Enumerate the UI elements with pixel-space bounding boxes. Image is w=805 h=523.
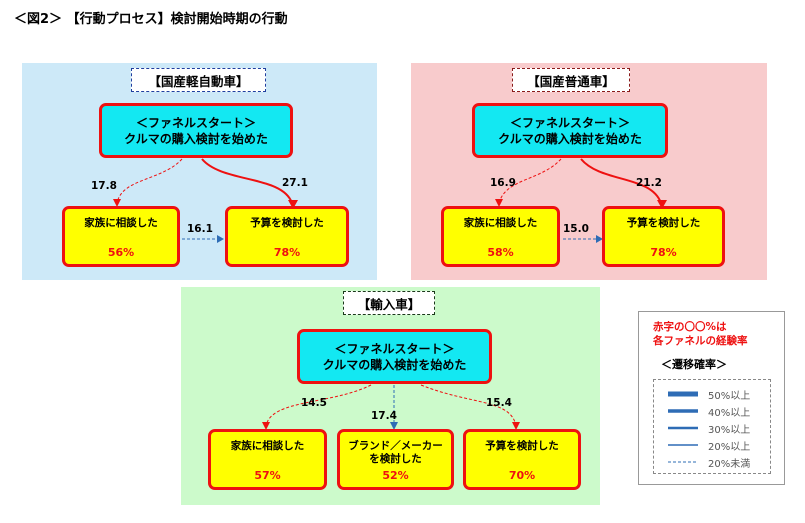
legend-item-label: 40%以上 <box>708 407 751 419</box>
rate-family-to-budget: 15.0 <box>563 223 589 235</box>
brand-label-2: を検討した <box>369 453 422 465</box>
rate-to-budget: 21.2 <box>636 177 662 189</box>
funnel-text: クルマの購入検討を始めた <box>124 131 268 146</box>
funnel-heading: ＜ファネルスタート＞ <box>334 341 455 356</box>
legend-item: 30%以上 <box>668 420 750 436</box>
arrow-to-budget <box>201 158 293 204</box>
funnel-text: クルマの購入検討を始めた <box>498 131 642 146</box>
arrow-to-budget <box>580 158 662 204</box>
legend-item: 50%以上 <box>668 386 750 402</box>
arrow-to-family <box>116 158 183 204</box>
flow-arrows <box>495 158 667 243</box>
panel-kei-car: 【国産軽自動車】 ＜ファネルスタート＞ クルマの購入検討を始めた 17.8 27… <box>22 63 377 280</box>
legend-item-label: 20%以上 <box>708 441 751 453</box>
rate-to-brand: 17.4 <box>371 410 397 422</box>
legend-item: 20%以上 <box>668 437 750 453</box>
rate-to-budget: 15.4 <box>486 397 512 409</box>
rate-to-family: 17.8 <box>91 180 117 192</box>
line-40-icon <box>668 409 698 413</box>
rate-to-budget: 27.1 <box>282 177 308 189</box>
brand-label-1: ブランド／メーカー <box>348 440 443 452</box>
budget-pct: 78% <box>650 246 677 259</box>
legend-line-key: 50%以上 40%以上 30%以上 20%以上 20%未満 <box>653 379 771 474</box>
legend-item: 20%未満 <box>668 454 750 470</box>
line-50-icon <box>668 391 698 397</box>
budget-label: 予算を検討した <box>250 217 324 229</box>
legend: 赤字の〇〇%は 各ファネルの経験率 ＜遷移確率＞ 50%以上 40%以上 30%… <box>638 311 785 485</box>
funnel-text: クルマの購入検討を始めた <box>322 357 467 372</box>
funnel-heading: ＜ファネルスタート＞ <box>135 115 256 130</box>
brand-box: ブランド／メーカー を検討した 52% <box>337 429 454 490</box>
family-label: 家族に相談した <box>230 440 305 452</box>
line-20-icon <box>668 444 698 446</box>
budget-pct: 70% <box>508 469 536 482</box>
budget-box: 予算を検討した 78% <box>602 206 725 267</box>
legend-note-line-1: 赤字の〇〇%は <box>653 321 727 333</box>
family-box: 家族に相談した 56% <box>62 206 180 267</box>
line-under-20-icon <box>668 461 698 463</box>
budget-label: 予算を検討した <box>485 440 559 452</box>
panel-regular-car: 【国産普通車】 ＜ファネルスタート＞ クルマの購入検討を始めた 16.9 21.… <box>411 63 767 280</box>
rate-to-family: 14.5 <box>301 397 327 409</box>
funnel-start-box: ＜ファネルスタート＞ クルマの購入検討を始めた <box>472 103 668 158</box>
panel-imported-car: 【輸入車】 ＜ファネルスタート＞ クルマの購入検討を始めた 14.5 17.4 … <box>181 287 600 505</box>
funnel-start-box: ＜ファネルスタート＞ クルマの購入検討を始めた <box>297 329 492 384</box>
page-title: ＜図2＞ 【行動プロセス】検討開始時期の行動 <box>14 12 288 27</box>
panel-title: 【国産軽自動車】 <box>131 68 266 92</box>
line-30-icon <box>668 426 698 430</box>
funnel-heading: ＜ファネルスタート＞ <box>509 115 630 130</box>
rate-family-to-budget: 16.1 <box>187 223 213 235</box>
panel-title: 【輸入車】 <box>343 291 435 315</box>
flow-arrows <box>113 158 298 243</box>
legend-heading: ＜遷移確率＞ <box>661 358 727 371</box>
rate-to-family: 16.9 <box>490 177 516 189</box>
legend-item: 40%以上 <box>668 403 750 419</box>
legend-item-label: 30%以上 <box>708 424 751 436</box>
legend-item-label: 50%以上 <box>708 390 751 402</box>
budget-pct: 78% <box>273 246 301 259</box>
flow-arrows <box>262 384 520 430</box>
family-box: 家族に相談した 58% <box>441 206 560 267</box>
legend-note: 赤字の〇〇%は 各ファネルの経験率 <box>653 320 748 348</box>
family-label: 家族に相談した <box>463 217 538 229</box>
family-pct: 57% <box>254 469 281 482</box>
funnel-start-box: ＜ファネルスタート＞ クルマの購入検討を始めた <box>99 103 293 158</box>
family-box: 家族に相談した 57% <box>208 429 327 490</box>
arrow-to-family <box>265 384 372 427</box>
budget-box: 予算を検討した 78% <box>225 206 349 267</box>
legend-note-line-2: 各ファネルの経験率 <box>653 335 748 347</box>
budget-box: 予算を検討した 70% <box>463 429 581 490</box>
brand-pct: 52% <box>382 469 409 482</box>
legend-item-label: 20%未満 <box>708 458 751 470</box>
arrow-to-family <box>498 158 562 204</box>
family-label: 家族に相談した <box>84 217 158 229</box>
family-pct: 58% <box>487 246 514 259</box>
family-pct: 56% <box>107 246 135 259</box>
arrow-to-budget <box>420 384 517 427</box>
budget-label: 予算を検討した <box>626 217 701 229</box>
panel-title: 【国産普通車】 <box>512 68 630 92</box>
